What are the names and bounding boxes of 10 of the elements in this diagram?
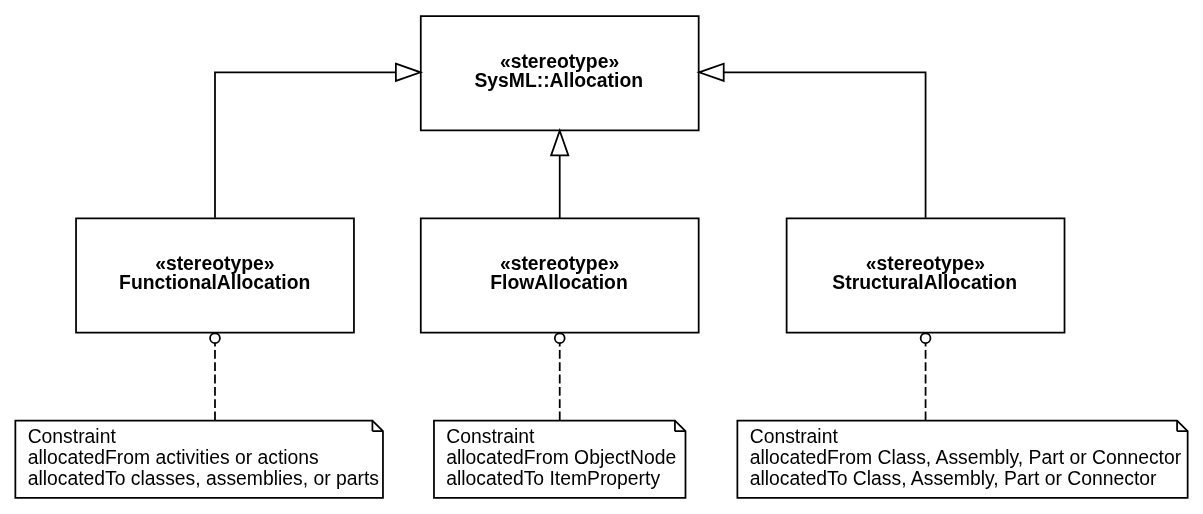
connector — [553, 332, 566, 422]
connector — [209, 332, 221, 422]
arrow — [696, 62, 927, 219]
node-box: «stereotype» FlowAllocation — [419, 217, 700, 334]
connector — [919, 332, 932, 422]
node-box: «stereotype» SysML::Allocation — [419, 15, 700, 132]
node-box: «stereotype» FunctionalAllocation — [75, 217, 355, 334]
node-box: «stereotype» StructuralAllocation — [785, 217, 1066, 334]
arrow — [214, 62, 424, 219]
arrow — [549, 128, 570, 219]
